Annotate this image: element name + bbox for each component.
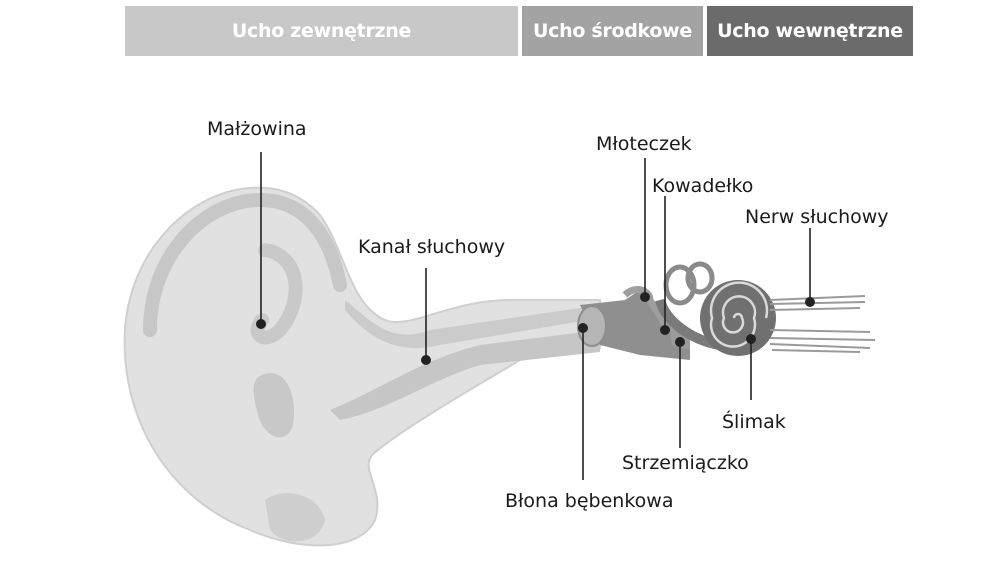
pointer-dot	[578, 323, 588, 333]
middle-ear-band: Ucho środkowe	[522, 6, 703, 56]
ear-canal-label: Kanał słuchowy	[358, 236, 505, 258]
pinna-illustration	[123, 186, 601, 547]
eardrum-label: Błona bębenkowa	[505, 490, 673, 512]
label-cochlea: Ślimak	[722, 334, 786, 433]
pointer-dot	[421, 355, 431, 365]
label-auricle: Małżowina	[207, 118, 307, 329]
malleus-label: Młoteczek	[596, 133, 692, 155]
middle-ear-title: Ucho środkowe	[533, 20, 692, 42]
pointer-dot	[660, 325, 670, 335]
auricle-label: Małżowina	[207, 118, 307, 140]
label-auditory-nerve: Nerw słuchowy	[745, 206, 889, 307]
label-malleus: Młoteczek	[596, 133, 692, 302]
auditory-nerve-label: Nerw słuchowy	[745, 206, 889, 228]
incus-label: Kowadełko	[652, 175, 753, 197]
label-incus: Kowadełko	[652, 175, 753, 335]
label-stapes: Strzemiączko	[622, 337, 749, 474]
label-ear-canal: Kanał słuchowy	[358, 236, 505, 365]
pointer-dot	[746, 334, 756, 344]
outer-ear-title: Ucho zewnętrzne	[231, 20, 412, 42]
outer-ear-band: Ucho zewnętrzne	[125, 6, 518, 56]
inner-ear-title: Ucho wewnętrzne	[717, 20, 903, 42]
label-eardrum: Błona bębenkowa	[505, 323, 673, 512]
inner-ear-band: Ucho wewnętrzne	[707, 6, 913, 56]
inner-ear-illustration	[655, 261, 876, 356]
cochlea-label: Ślimak	[722, 409, 786, 433]
pointer-dot	[805, 297, 815, 307]
stapes-label: Strzemiączko	[622, 452, 749, 474]
pointer-dot	[675, 337, 685, 347]
pointer-dot	[256, 319, 266, 329]
pointer-dot	[640, 292, 650, 302]
